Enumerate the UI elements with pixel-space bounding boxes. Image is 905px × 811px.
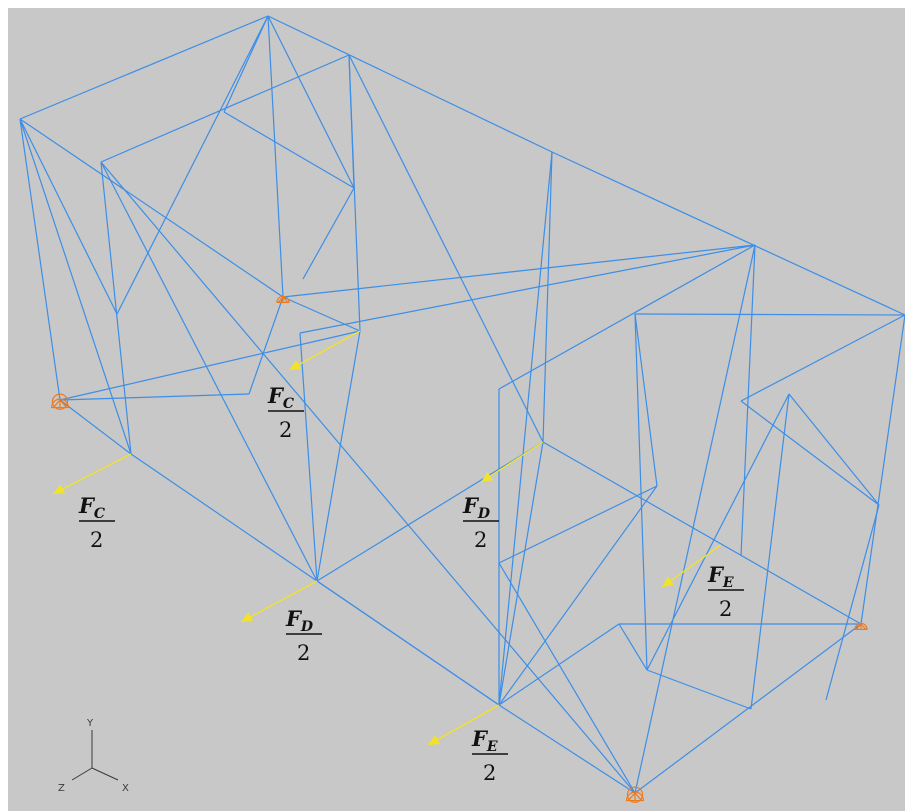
load-arrow-head [53, 484, 66, 494]
truss-member [316, 330, 361, 582]
load-arrow-head [662, 576, 674, 587]
svg-text:2: 2 [297, 641, 310, 665]
svg-text:FE: FE [707, 562, 734, 591]
svg-text:FC: FC [267, 383, 294, 412]
model-viewport[interactable]: FC 2 FC 2 FD 2 FD 2 FE 2 FE 2 [8, 8, 905, 811]
truss-member [19, 15, 269, 120]
truss-member [498, 485, 658, 706]
svg-text:2: 2 [279, 418, 292, 442]
x-axis-label: X [122, 783, 129, 794]
truss-member [19, 118, 61, 401]
truss-member [248, 296, 284, 395]
truss-member [223, 111, 355, 189]
truss-member [299, 244, 756, 334]
truss-member [788, 393, 880, 506]
truss-member [348, 54, 355, 189]
svg-text:2: 2 [719, 597, 732, 621]
truss-member [223, 15, 269, 113]
truss-member [19, 118, 284, 298]
truss-member [498, 151, 553, 706]
truss-member [100, 161, 636, 794]
load-arrow-head [289, 360, 302, 370]
truss-member [59, 330, 361, 401]
truss-members [19, 15, 905, 794]
truss-member [100, 161, 318, 582]
load-arrow-shaft [480, 441, 544, 483]
truss-member [100, 54, 350, 163]
truss-member [130, 453, 318, 582]
pin-support-icon [50, 393, 70, 410]
truss-member [634, 313, 658, 487]
truss-member [19, 118, 118, 315]
svg-text:2: 2 [90, 528, 103, 552]
z-axis-line [71, 767, 93, 781]
truss-member [299, 332, 318, 582]
load-label-fd-left: FD 2 [285, 606, 322, 665]
load-arrow-head [241, 612, 254, 622]
pin-support-icon [276, 295, 290, 303]
truss-member [740, 314, 905, 402]
svg-text:FD: FD [462, 493, 491, 522]
z-axis-label: Z [58, 783, 65, 794]
svg-text:FE: FE [471, 726, 498, 755]
load-arrows [52, 330, 722, 746]
truss-member [634, 244, 756, 794]
axis-triad: Y Z X [58, 718, 129, 794]
truss-member [498, 485, 658, 564]
truss-member [100, 161, 132, 455]
load-arrow-head [481, 471, 493, 482]
svg-text:FD: FD [285, 606, 314, 635]
truss-member [316, 580, 500, 706]
svg-text:FC: FC [78, 493, 105, 522]
truss-member [646, 393, 790, 671]
truss-member [267, 15, 284, 298]
truss-member [740, 244, 756, 557]
truss-member [740, 400, 880, 506]
truss-member [282, 244, 756, 298]
truss-member [634, 313, 905, 316]
y-axis-label: Y [86, 718, 94, 729]
truss-member [498, 704, 636, 794]
truss-member [59, 399, 132, 455]
truss-member [634, 313, 648, 671]
load-arrow-shaft [240, 580, 318, 623]
supports [50, 295, 868, 803]
truss-member [860, 314, 905, 625]
truss-model: FC 2 FC 2 FD 2 FD 2 FE 2 FE 2 [19, 15, 905, 803]
truss-member [498, 441, 544, 706]
truss-member [316, 441, 544, 582]
load-label-fd-right: FD 2 [462, 493, 499, 552]
truss-member [348, 54, 544, 443]
truss-member [542, 441, 862, 625]
load-label-fe-right: FE 2 [707, 562, 744, 621]
truss-member [498, 623, 620, 706]
truss-member [267, 15, 355, 189]
load-arrow-shaft [427, 704, 500, 746]
load-arrow-head [428, 735, 441, 745]
load-label-fc-right: FC 2 [267, 383, 304, 442]
truss-member [116, 15, 269, 315]
truss-member [542, 151, 553, 443]
load-label-fe-left: FE 2 [471, 726, 508, 785]
truss-member [267, 15, 553, 153]
truss-member [750, 393, 790, 710]
load-arrow-shaft [661, 544, 722, 588]
truss-member [498, 244, 756, 390]
pin-support-icon [625, 786, 645, 803]
truss-member [59, 393, 250, 401]
truss-member [646, 669, 752, 710]
pin-support-icon [854, 622, 868, 630]
load-label-fc-left: FC 2 [78, 493, 115, 552]
truss-member [618, 623, 648, 671]
load-arrow-shaft [52, 453, 132, 495]
truss-member [825, 504, 880, 701]
x-axis-line [91, 767, 119, 781]
svg-text:2: 2 [474, 528, 487, 552]
truss-member [498, 562, 636, 794]
truss-member [551, 151, 905, 316]
truss-member [282, 296, 361, 332]
load-arrow-shaft [288, 330, 361, 371]
svg-text:2: 2 [483, 761, 496, 785]
truss-member [302, 187, 355, 280]
